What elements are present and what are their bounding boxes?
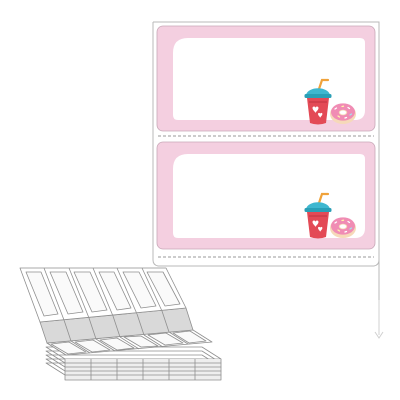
fanfold-label-stack <box>19 267 222 381</box>
stack-upper-sheet <box>19 267 187 323</box>
label-card <box>156 141 376 250</box>
label-card <box>156 25 376 132</box>
label-liner-strip <box>152 21 384 339</box>
stack-top-sheet <box>46 329 213 356</box>
